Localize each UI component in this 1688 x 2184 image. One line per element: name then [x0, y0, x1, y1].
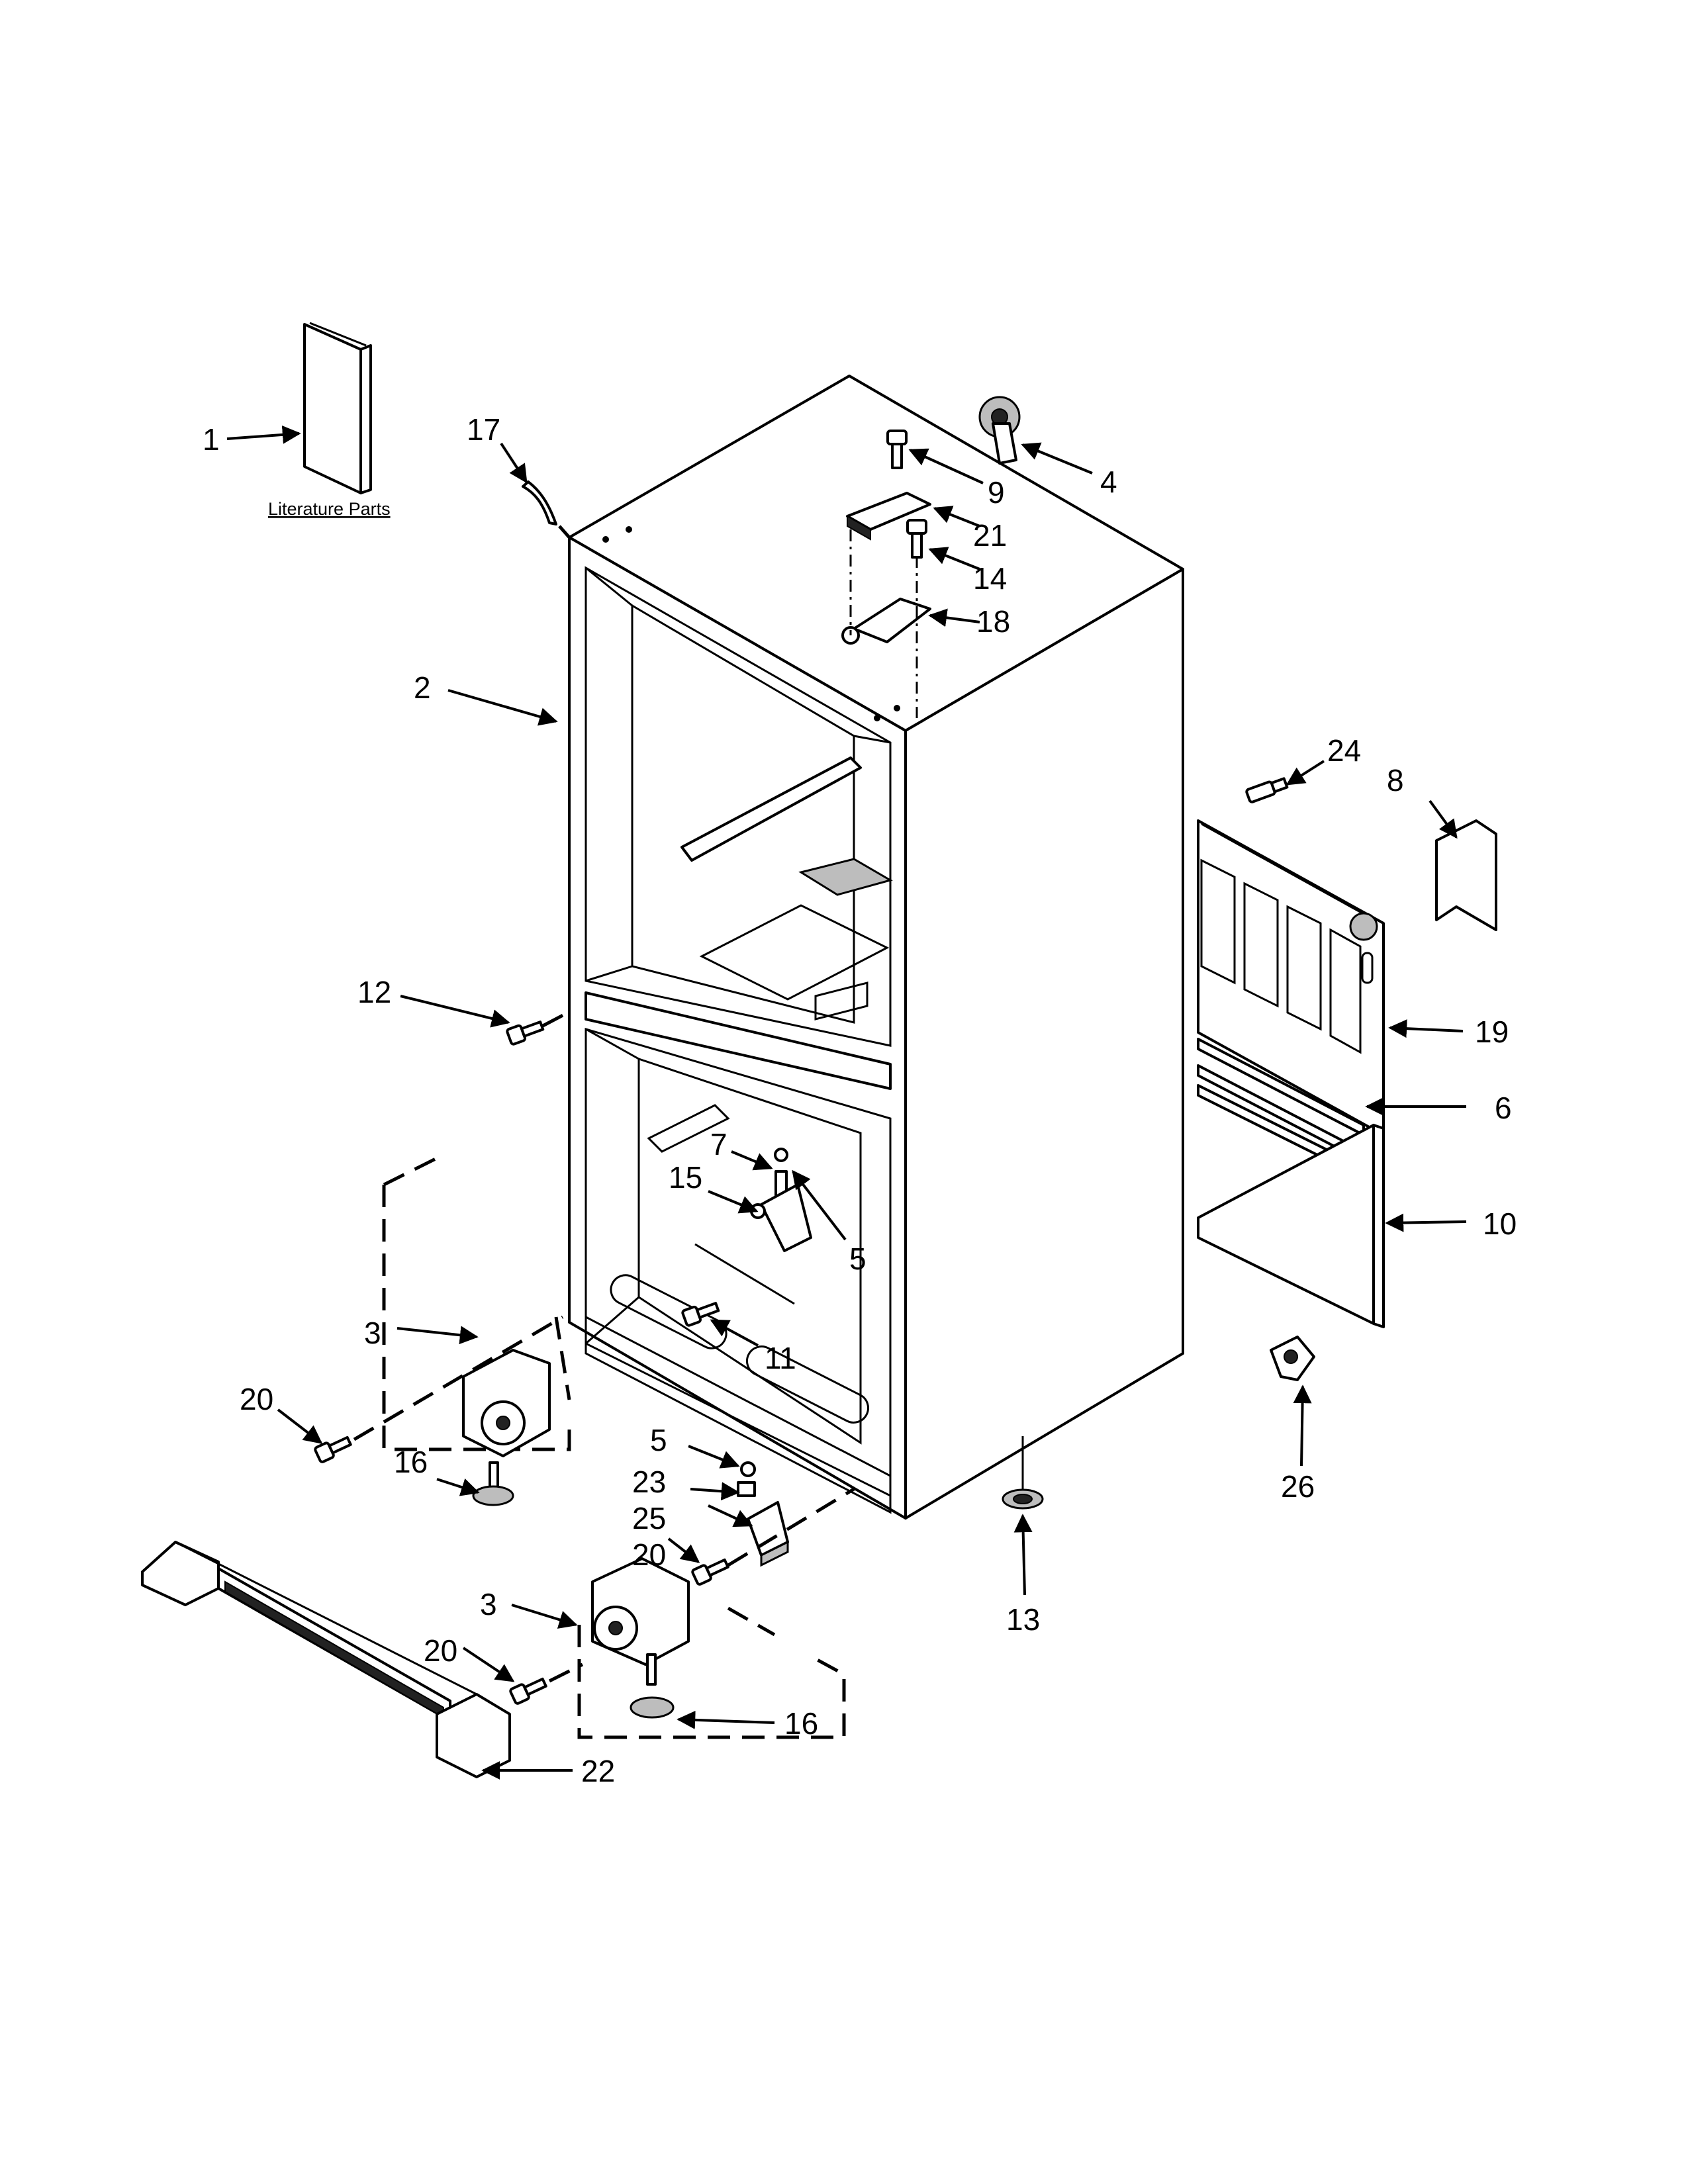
callout-24: 24: [1327, 733, 1361, 768]
refrigerator-cabinet: [568, 375, 1184, 1520]
callout-25: 25: [632, 1501, 666, 1535]
callout-6: 6: [1495, 1091, 1512, 1125]
callout-2: 2: [414, 670, 431, 705]
callout-5b: 5: [650, 1423, 667, 1457]
callout-16b: 16: [784, 1706, 818, 1741]
callout-8: 8: [1387, 763, 1404, 797]
callout-15: 15: [669, 1160, 702, 1195]
literature-caption: Literature Parts: [268, 499, 391, 519]
hose-clip: [522, 480, 557, 525]
roller-assembly-right: [577, 1557, 846, 1739]
callout-26: 26: [1281, 1469, 1315, 1504]
callout-3b: 3: [480, 1587, 497, 1621]
leader-arrows: [226, 425, 1467, 1780]
screw-12: [506, 1021, 545, 1046]
callout-21: 21: [973, 518, 1007, 553]
screw-20-center: [691, 1558, 729, 1586]
base-grille-22: [141, 1541, 511, 1778]
callout-23: 23: [632, 1465, 666, 1499]
callout-20: 20: [240, 1382, 273, 1416]
center-lower-parts: [737, 1461, 789, 1567]
callout-10: 10: [1483, 1206, 1517, 1241]
leveling-foot-13: [1002, 1436, 1044, 1510]
screw-20-right: [509, 1677, 547, 1705]
screw-20-left: [314, 1435, 352, 1463]
callout-labels: 1 17 4 9 21 14 18 2 24 8 19 6 10 12 7 15…: [203, 412, 1517, 1788]
callout-11: 11: [765, 1341, 796, 1375]
callout-1: 1: [203, 422, 220, 457]
roller-assembly-left: [382, 1153, 571, 1506]
callout-12: 12: [357, 975, 391, 1009]
rear-access-panel: [1197, 819, 1385, 1136]
literature-booklet: [303, 322, 372, 494]
vent-louvers: [1200, 858, 1362, 1054]
callout-5: 5: [849, 1242, 867, 1276]
panel-10: [1197, 1124, 1375, 1325]
callout-9: 9: [988, 475, 1005, 510]
callout-3: 3: [364, 1316, 381, 1350]
screw-11: [681, 1302, 720, 1327]
callout-16: 16: [394, 1445, 428, 1479]
callout-22: 22: [581, 1754, 615, 1788]
callout-20c: 20: [424, 1633, 457, 1668]
callout-13: 13: [1006, 1602, 1040, 1637]
roller-26: [1270, 1336, 1315, 1381]
top-hinge-assembly: [841, 396, 1021, 718]
callout-18: 18: [976, 604, 1010, 639]
screw-24: [1245, 777, 1289, 803]
callout-17: 17: [467, 412, 500, 447]
callout-19: 19: [1475, 1015, 1509, 1049]
clip-8: [1435, 819, 1497, 931]
callout-20b: 20: [632, 1537, 666, 1572]
callout-4: 4: [1100, 465, 1117, 499]
callout-14: 14: [973, 561, 1007, 596]
callout-7: 7: [710, 1127, 727, 1161]
